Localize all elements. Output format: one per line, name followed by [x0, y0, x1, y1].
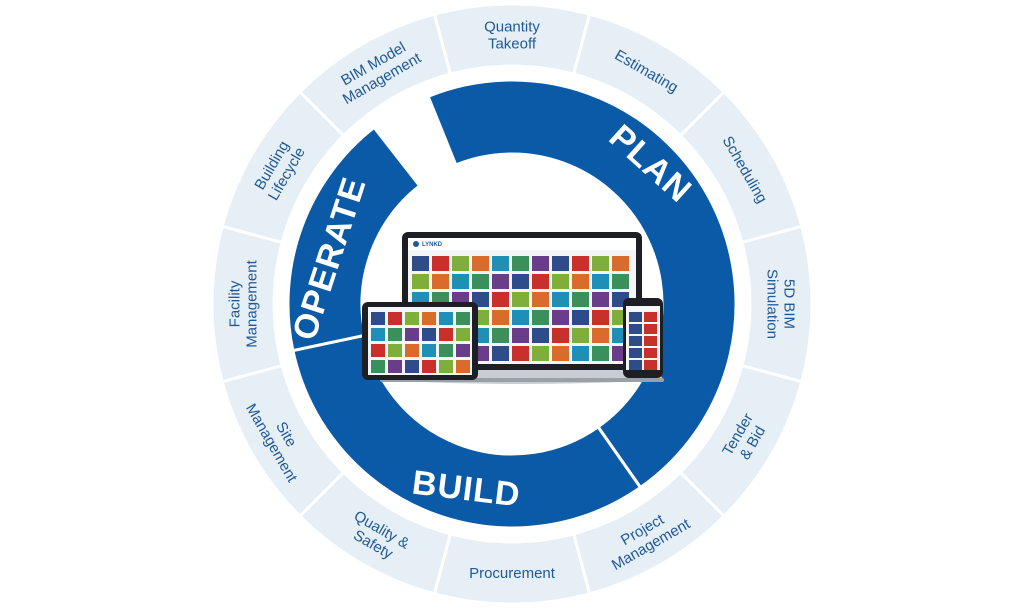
screen-tile	[388, 328, 402, 341]
screen-tile	[512, 256, 529, 271]
segment-label: 5D BIMSimulation	[764, 269, 798, 339]
screen-tile	[644, 324, 657, 334]
screen-tile	[532, 256, 549, 271]
screen-tile	[512, 310, 529, 325]
screen-tile	[629, 348, 642, 358]
phone-screen-tiles	[629, 312, 657, 370]
screen-tile	[492, 256, 509, 271]
phase-ring	[286, 78, 738, 530]
phase-arc-build	[291, 333, 643, 530]
screen-tile	[532, 310, 549, 325]
screen-tile	[532, 328, 549, 343]
screen-tile	[388, 312, 402, 325]
screen-tile	[405, 312, 419, 325]
screen-tile	[371, 360, 385, 373]
screen-tile	[452, 274, 469, 289]
screen-tile	[552, 256, 569, 271]
screen-tile	[456, 360, 470, 373]
screen-tile	[492, 328, 509, 343]
screen-tile	[371, 344, 385, 357]
screen-tile	[422, 344, 436, 357]
screen-tile	[572, 328, 589, 343]
screen-tile	[439, 312, 453, 325]
screen-tile	[492, 346, 509, 361]
screen-tile	[405, 328, 419, 341]
screen-tile	[456, 344, 470, 357]
screen-tile	[552, 274, 569, 289]
screen-tile	[552, 310, 569, 325]
screen-tile	[644, 336, 657, 346]
screen-tile	[644, 312, 657, 322]
screen-tile	[512, 328, 529, 343]
screen-tile	[492, 310, 509, 325]
screen-tile	[412, 274, 429, 289]
screen-tile	[592, 310, 609, 325]
screen-tile	[592, 328, 609, 343]
screen-tile	[512, 274, 529, 289]
screen-tile	[405, 360, 419, 373]
screen-tile	[629, 324, 642, 334]
screen-tile	[532, 346, 549, 361]
screen-tile	[592, 274, 609, 289]
tablet-screen-tiles	[371, 312, 470, 373]
screen-tile	[412, 256, 429, 271]
screen-tile	[432, 274, 449, 289]
screen-tile	[592, 292, 609, 307]
screen-tile	[612, 256, 629, 271]
screen-tile	[592, 256, 609, 271]
screen-tile	[532, 292, 549, 307]
screen-tile	[492, 274, 509, 289]
screen-tile	[629, 336, 642, 346]
screen-tile	[388, 344, 402, 357]
screen-tile	[572, 274, 589, 289]
screen-tile	[452, 256, 469, 271]
screen-tile	[472, 292, 489, 307]
screen-tile	[572, 346, 589, 361]
screen-tile	[492, 292, 509, 307]
screen-tile	[422, 312, 436, 325]
screen-tile	[439, 328, 453, 341]
screen-tile	[512, 346, 529, 361]
screen-tile	[552, 292, 569, 307]
brand-name: LYNKD	[422, 242, 443, 248]
screen-tile	[552, 346, 569, 361]
screen-tile	[572, 292, 589, 307]
screen-tile	[572, 256, 589, 271]
screen-tile	[552, 328, 569, 343]
screen-tile	[612, 274, 629, 289]
screen-tile	[422, 360, 436, 373]
screen-tile	[629, 360, 642, 370]
screen-tile	[432, 256, 449, 271]
screen-tile	[592, 346, 609, 361]
screen-tile	[532, 274, 549, 289]
screen-tile	[439, 344, 453, 357]
screen-tile	[644, 348, 657, 358]
phase-arc-operate	[286, 125, 422, 353]
screen-tile	[512, 292, 529, 307]
devices-illustration: LYNKD	[362, 232, 664, 384]
ring-segment	[297, 12, 453, 138]
screen-tile	[388, 360, 402, 373]
screen-tile	[439, 360, 453, 373]
screen-tile	[371, 328, 385, 341]
screen-tile	[472, 256, 489, 271]
phase-arc-plan	[426, 78, 738, 490]
screen-tile	[472, 274, 489, 289]
phone	[623, 298, 663, 378]
screen-tile	[572, 310, 589, 325]
segment-label: FacilityManagement	[227, 259, 261, 347]
screen-tile	[456, 328, 470, 341]
screen-tile	[644, 360, 657, 370]
screen-tile	[629, 312, 642, 322]
screen-tile	[422, 328, 436, 341]
tablet	[362, 302, 478, 380]
screen-tile	[456, 312, 470, 325]
screen-tile	[371, 312, 385, 325]
screen-tile	[405, 344, 419, 357]
segment-label: Procurement	[469, 565, 556, 582]
